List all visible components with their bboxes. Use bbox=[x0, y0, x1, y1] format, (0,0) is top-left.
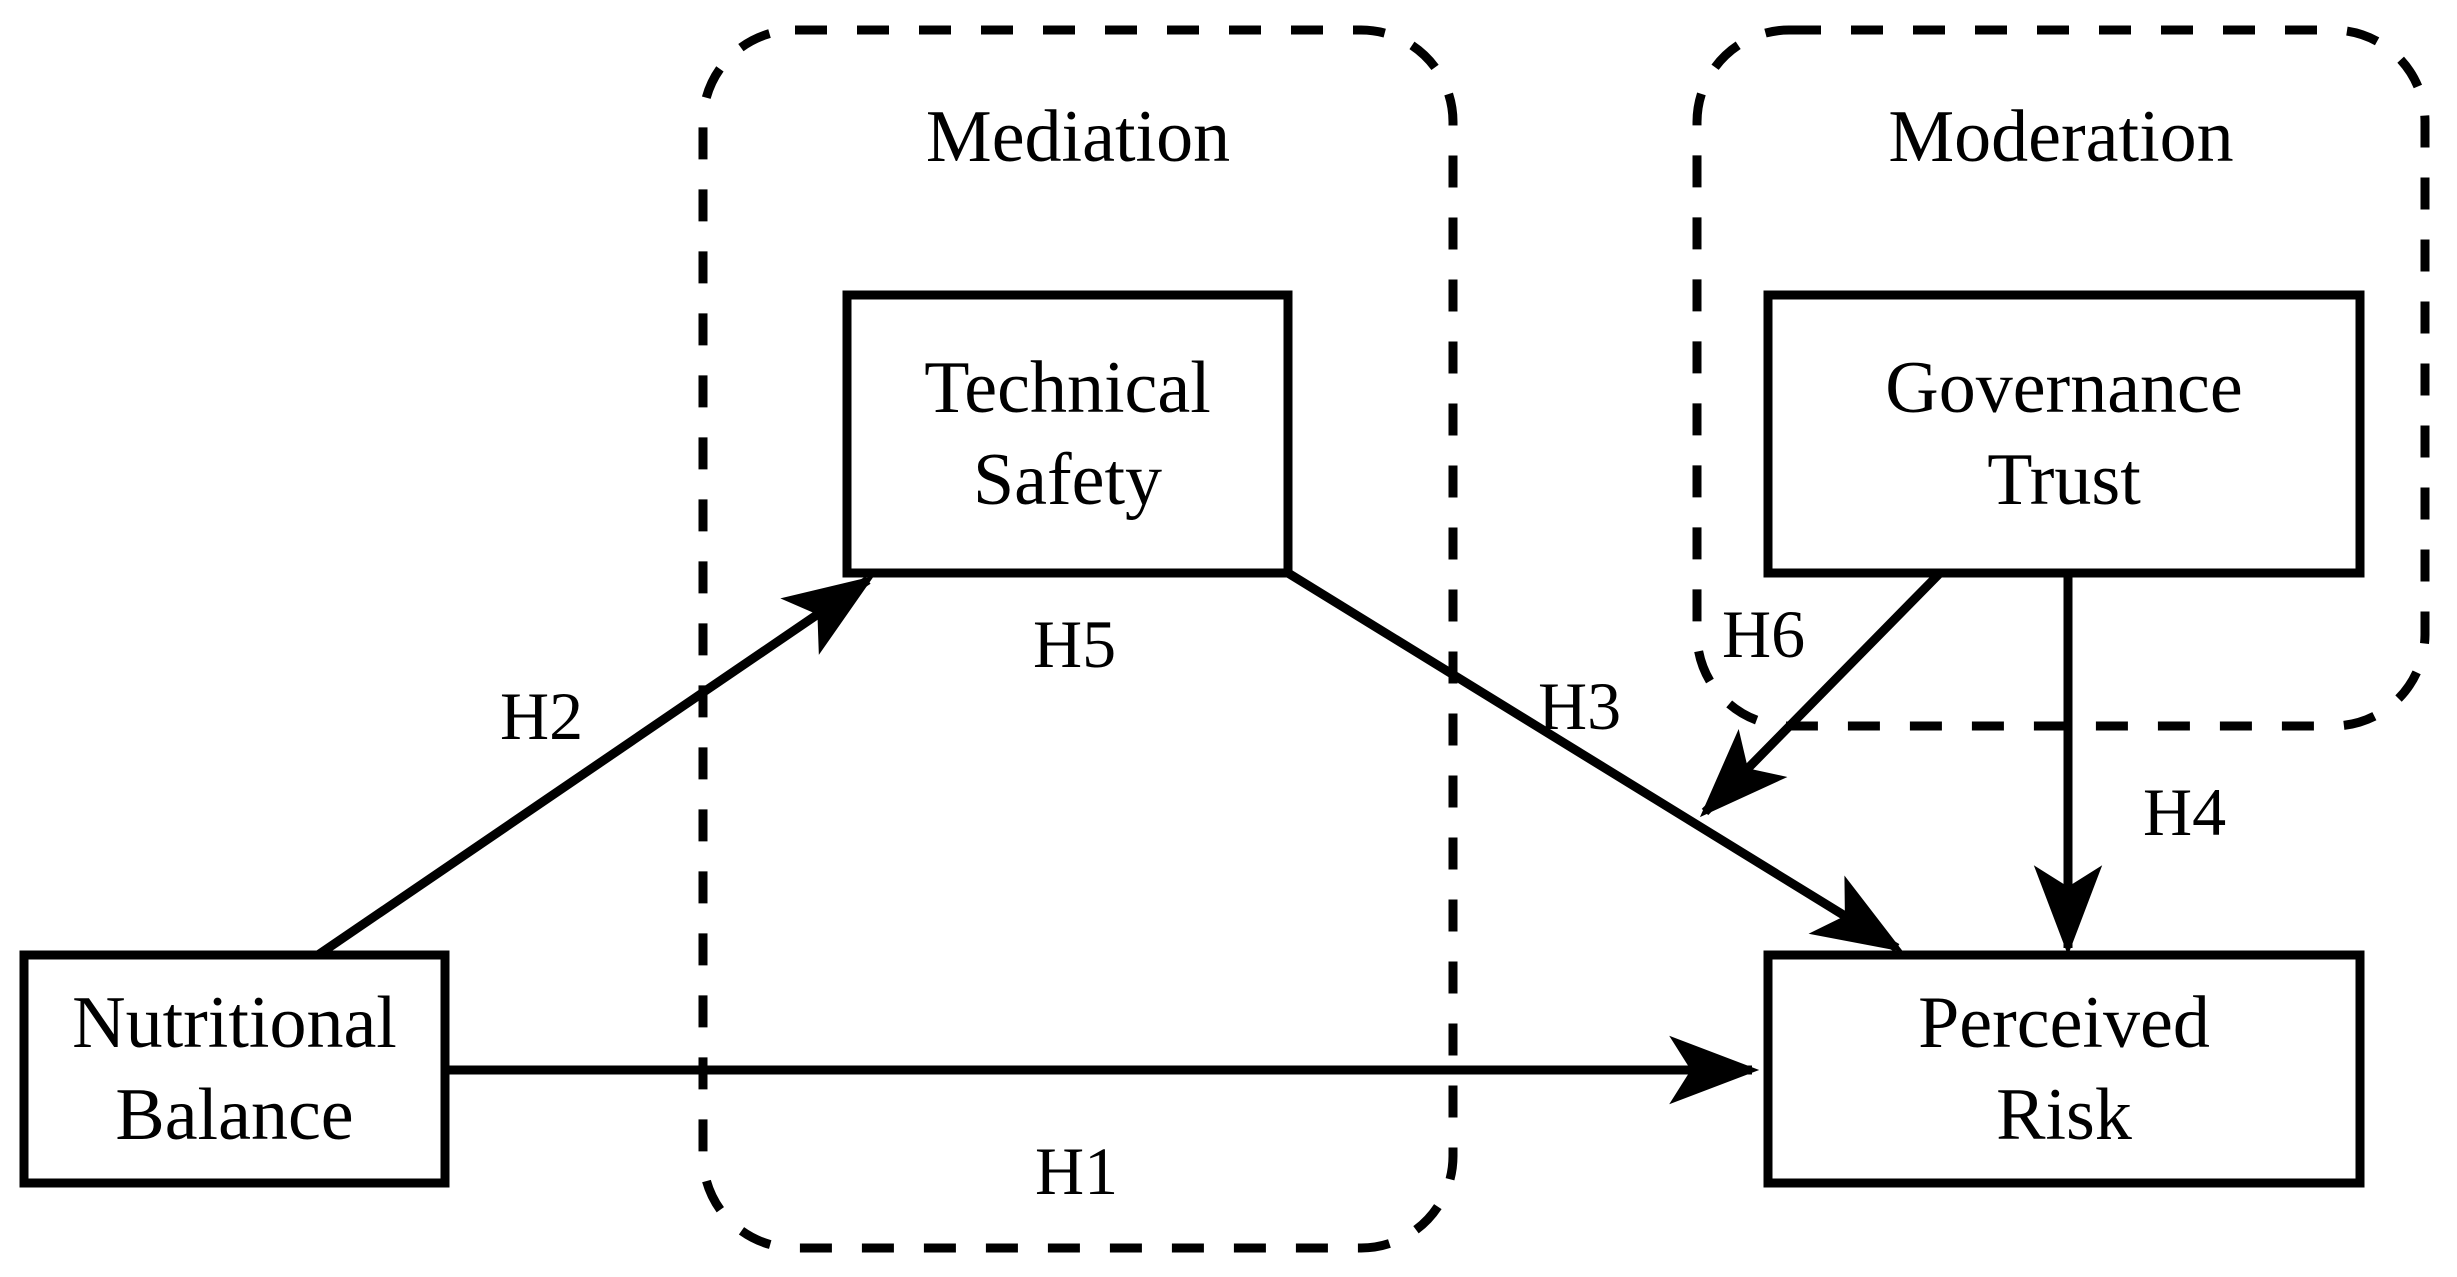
group-label-mediation: Mediation bbox=[925, 96, 1231, 178]
node-box-governance-trust bbox=[1763, 290, 2365, 578]
arrow-h2 bbox=[315, 575, 874, 959]
arrow-h3 bbox=[1285, 569, 1904, 952]
node-box-nutritional-balance bbox=[19, 950, 450, 1188]
path-label-h5: H5 bbox=[1033, 606, 1117, 682]
path-label-h2: H2 bbox=[500, 678, 584, 754]
path-label-h1: H1 bbox=[1035, 1133, 1119, 1209]
group-label-moderation: Moderation bbox=[1888, 96, 2234, 178]
group-box-mediation bbox=[698, 25, 1458, 1253]
node-box-technical-safety bbox=[842, 290, 1293, 578]
path-label-h3: H3 bbox=[1538, 668, 1622, 744]
path-label-h6: H6 bbox=[1722, 596, 1806, 672]
group-box-moderation bbox=[1692, 25, 2430, 731]
path-label-h4: H4 bbox=[2143, 774, 2227, 850]
node-box-perceived-risk bbox=[1763, 950, 2365, 1188]
arrow-h6 bbox=[1699, 569, 1944, 818]
